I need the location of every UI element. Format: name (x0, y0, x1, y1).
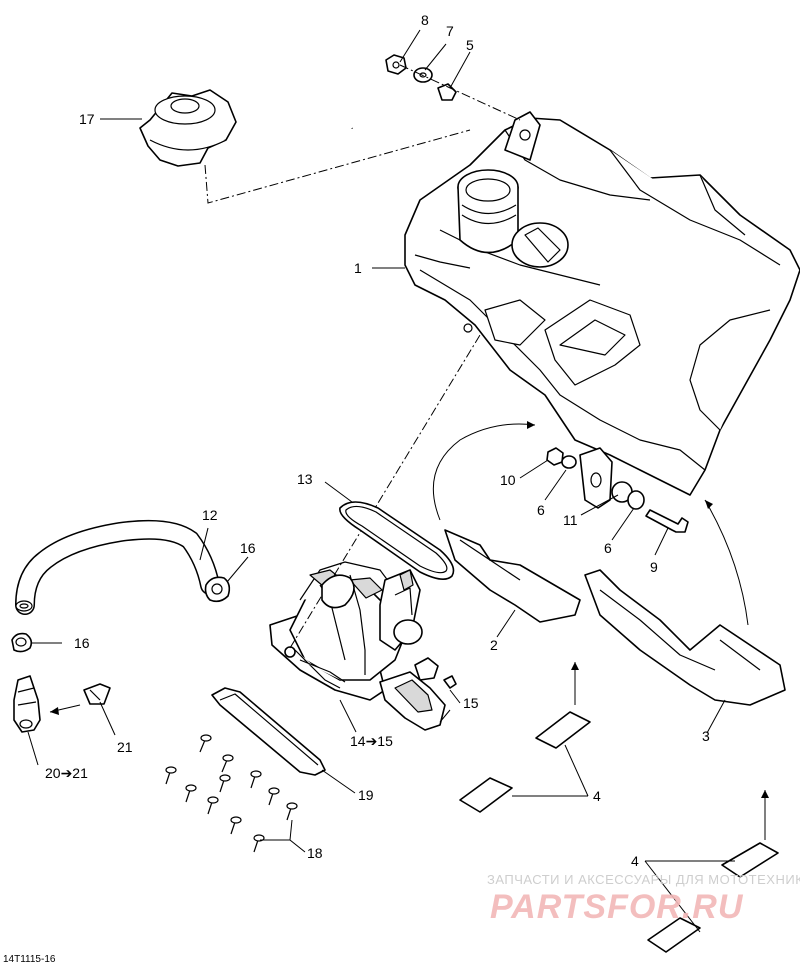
fuel-cap-with-vent-hose (139, 10, 355, 167)
side-pad-right (584, 569, 786, 706)
callout-18: 18 (307, 845, 323, 861)
callout-16-upper: 16 (240, 540, 256, 556)
adhesive-pads (459, 711, 779, 953)
quick-connector (13, 675, 41, 733)
callout-1: 1 (354, 260, 362, 276)
nut-washer-spacer-top (385, 54, 521, 121)
fuel-tank (404, 111, 800, 509)
hose-clamps (11, 576, 231, 653)
callout-11: 11 (563, 512, 578, 528)
callout-21: 21 (117, 739, 133, 755)
callout-6-bottom: 6 (604, 540, 612, 556)
callout-9: 9 (650, 559, 658, 575)
diagram-code: 14T1115-16 (3, 954, 56, 965)
watermark-logo-text: PARTSFOR.RU (490, 888, 744, 926)
callout-4-bottom: 4 (631, 853, 639, 869)
callout-numbers: 1 17 8 7 5 10 6 11 6 9 13 12 16 16 2 15 … (45, 12, 710, 869)
callout-13: 13 (297, 471, 313, 487)
leader-lines (27, 29, 735, 933)
watermark: ЗАПЧАСТИ И АКСЕССУАРЫ ДЛЯ МОТОТЕХНИКИ PA… (487, 872, 800, 926)
callout-4-middle: 4 (593, 788, 601, 804)
watermark-tagline: ЗАПЧАСТИ И АКСЕССУАРЫ ДЛЯ МОТОТЕХНИКИ (487, 872, 800, 887)
pump-gasket-ring (339, 501, 455, 580)
callout-10: 10 (500, 472, 516, 488)
callout-19: 19 (358, 787, 374, 803)
callout-14-15: 14➔15 (350, 733, 393, 749)
side-pad-left (379, 529, 581, 731)
callout-6-top: 6 (537, 502, 545, 518)
rear-mounting-hardware (546, 447, 689, 533)
pump-fittings (414, 657, 457, 689)
retaining-clip (83, 683, 111, 705)
callout-7: 7 (446, 23, 454, 39)
retaining-plate (211, 687, 326, 776)
callout-15: 15 (463, 695, 479, 711)
callout-3: 3 (702, 728, 710, 744)
callout-2: 2 (490, 637, 498, 653)
screws-set (165, 734, 298, 853)
callout-12: 12 (202, 507, 218, 523)
callout-8: 8 (421, 12, 429, 28)
assembly-arrows (49, 421, 769, 840)
callout-20-21: 20➔21 (45, 765, 88, 781)
callout-17: 17 (79, 111, 95, 127)
callout-16-lower: 16 (74, 635, 90, 651)
fuel-hose (15, 519, 220, 615)
fuel-pump-module (269, 334, 481, 701)
callout-5: 5 (466, 37, 474, 53)
